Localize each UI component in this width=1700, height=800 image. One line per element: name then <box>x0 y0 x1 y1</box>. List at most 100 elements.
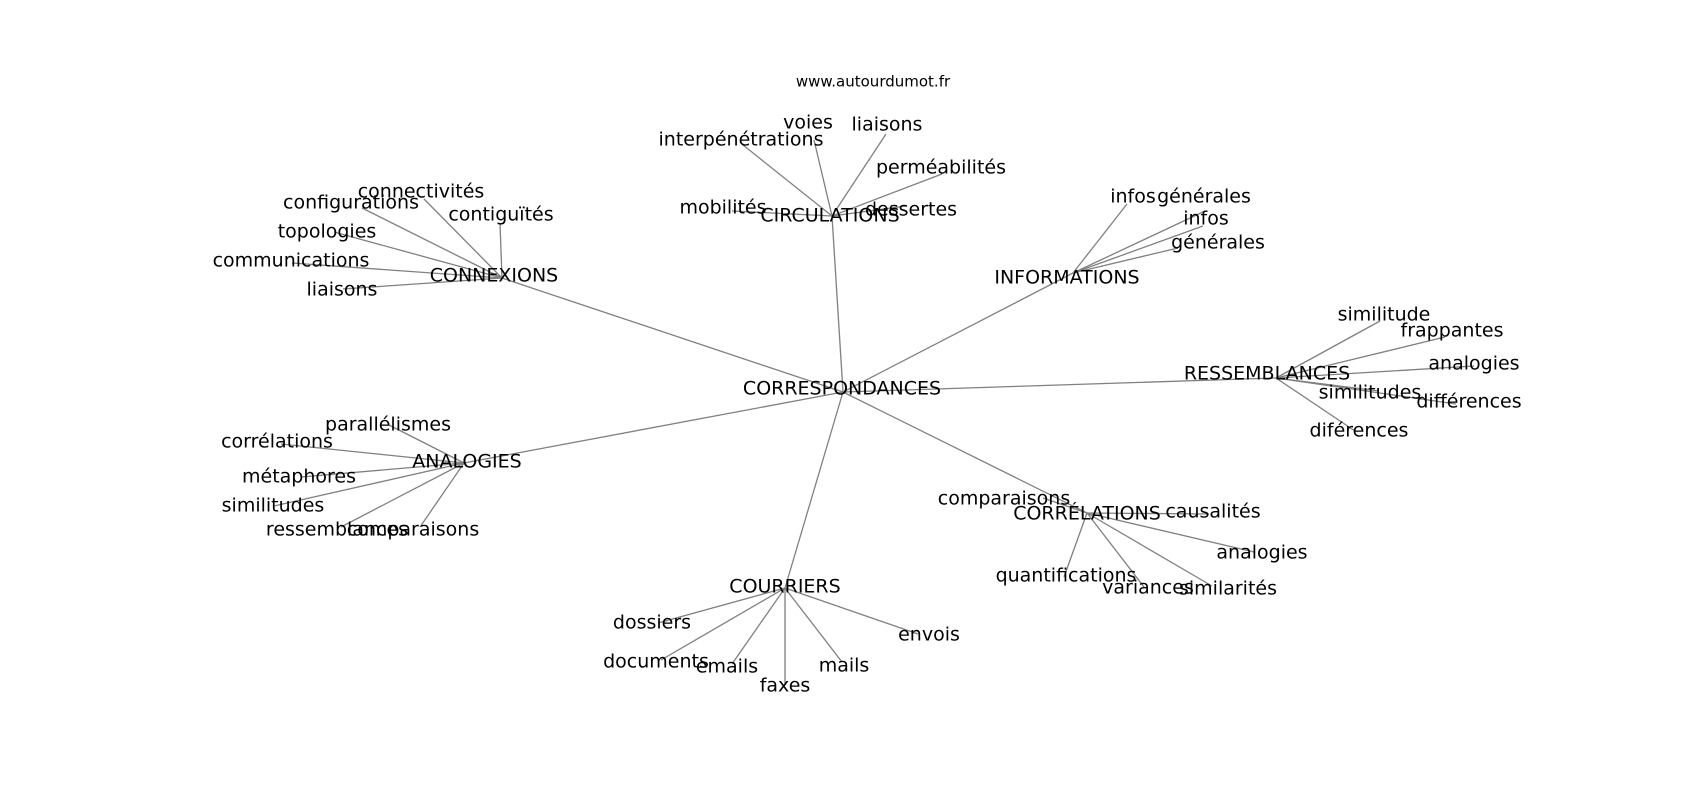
source-url: www.autourdumot.fr <box>796 73 951 91</box>
group-ressemblances: RESSEMBLANCES similitude frappantes anal… <box>1184 304 1522 442</box>
leaf-word: métaphores <box>242 466 356 488</box>
graph-edge <box>1086 512 1255 553</box>
group-node: COURRIERS <box>729 576 840 598</box>
group-node: CONNEXIONS <box>430 265 559 287</box>
leaf-word: dessertes <box>865 199 957 221</box>
graph-edge <box>813 139 833 217</box>
leaf-word: contiguïtés <box>448 204 553 226</box>
leaf-word: liaisons <box>307 279 378 301</box>
graph-edge <box>731 587 786 665</box>
leaf-word: perméabilités <box>876 157 1006 179</box>
graph-edge <box>342 277 503 290</box>
graph-edge <box>731 210 833 217</box>
leaf-word: topologies <box>278 221 377 243</box>
leaf-word: variances <box>1102 577 1194 599</box>
graph-edge <box>842 377 1277 393</box>
group-connexions: CONNEXIONS connectivités configurations … <box>213 181 559 301</box>
leaf-word: communications <box>213 250 370 272</box>
leaf-word: ressemblances <box>266 519 408 541</box>
leaf-word: comparaisons <box>938 488 1070 510</box>
graph-edge <box>1063 512 1088 578</box>
graph-edge <box>784 391 844 589</box>
graph-edge <box>660 587 786 661</box>
leaf-word: voies <box>783 112 833 134</box>
graph-edge <box>333 231 503 279</box>
leaf-word: envois <box>898 624 960 646</box>
graph-edge <box>742 144 833 217</box>
graph-edge <box>1275 336 1446 379</box>
leaf-word: causalités <box>1165 501 1260 523</box>
graph-edge <box>1086 512 1210 515</box>
leaf-word: frappantes <box>1401 320 1504 342</box>
graph-edge <box>463 391 844 464</box>
graph-edge <box>419 462 465 528</box>
group-node: CIRCULATIONS <box>760 205 899 227</box>
graph-edge <box>1275 377 1457 405</box>
group-node: ANALOGIES <box>412 451 521 473</box>
leaf-word: dossiers <box>613 612 691 634</box>
graph-edge <box>1086 512 1213 587</box>
leaf-word: générales <box>1171 232 1265 254</box>
leaf-word: infos <box>1110 186 1156 208</box>
group-circulations: CIRCULATIONS voies liaisons interpénétra… <box>659 112 1006 227</box>
graph-edge <box>499 223 503 279</box>
leaf-word: comparaisons <box>347 519 479 541</box>
graph-edge <box>842 272 1074 393</box>
graph-edge <box>1275 377 1356 432</box>
leaf-word: générales <box>1157 186 1251 208</box>
leaf-word: connectivités <box>358 181 485 203</box>
graph-edges <box>273 133 1475 684</box>
group-informations: INFORMATIONS infos générales infos génér… <box>994 186 1265 289</box>
graph-edge <box>831 205 907 217</box>
leaf-word: emails <box>696 656 758 678</box>
leaf-word: corrélations <box>221 431 333 453</box>
leaf-word: analogies <box>1428 353 1519 375</box>
leaf-word: mails <box>819 655 870 677</box>
graph-edge <box>1072 210 1206 274</box>
group-node: RESSEMBLANCES <box>1184 363 1350 385</box>
leaf-word: configurations <box>283 192 419 214</box>
graph-edge <box>1072 203 1128 274</box>
group-node: CORRÉLATIONS <box>1013 502 1161 525</box>
graph-edge <box>501 277 844 393</box>
center-node: CORRESPONDANCES <box>743 378 941 400</box>
graph-groups: CIRCULATIONS voies liaisons interpénétra… <box>213 112 1522 697</box>
graph-edge <box>1086 512 1145 588</box>
graph-edge <box>1275 365 1475 379</box>
graph-edge <box>831 133 887 217</box>
graph-edge <box>361 207 503 279</box>
graph-edge <box>784 587 843 663</box>
leaf-word: documents <box>603 651 709 673</box>
leaf-word: quantifications <box>996 565 1137 587</box>
leaf-word: analogies <box>1216 542 1307 564</box>
graph-edge <box>784 587 919 635</box>
graph-edge <box>388 424 465 464</box>
graph-edge <box>1042 497 1088 514</box>
graph-edge <box>291 262 503 279</box>
group-correlations: CORRÉLATIONS comparaisons causalités ana… <box>938 488 1308 600</box>
leaf-word: parallélismes <box>325 414 451 436</box>
leaf-word: différences <box>1416 391 1521 413</box>
graph-edge <box>280 443 465 464</box>
graph-edge <box>831 173 943 217</box>
graph-edge <box>423 198 503 279</box>
graph-edge <box>1072 225 1204 274</box>
leaf-word: similitude <box>1338 304 1431 326</box>
group-courriers: COURRIERS dossiers documents emails faxe… <box>603 576 960 697</box>
leaf-word: similarités <box>1179 578 1277 600</box>
group-node: INFORMATIONS <box>994 267 1139 289</box>
leaf-word: infos <box>1183 208 1229 230</box>
graph-edge <box>831 215 844 393</box>
graph-edge <box>300 462 465 478</box>
leaf-word: liaisons <box>852 114 923 136</box>
graph-edge <box>1072 247 1179 274</box>
graph-edge <box>1275 320 1381 379</box>
leaf-word: similitudes <box>1319 382 1422 404</box>
leaf-word: diférences <box>1310 420 1409 442</box>
leaf-word: interpénétrations <box>659 129 824 151</box>
graph-edge <box>657 587 786 624</box>
leaf-word: similitudes <box>222 495 325 517</box>
graph-edge <box>842 391 1088 514</box>
leaf-word: faxes <box>760 675 811 697</box>
